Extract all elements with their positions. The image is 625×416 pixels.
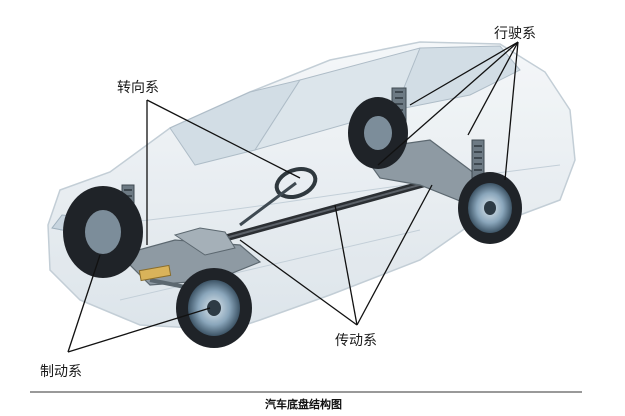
leader-transmission-3 (356, 184, 433, 326)
leader-braking-1 (67, 254, 101, 353)
figure-caption: 汽车底盘结构图 (265, 397, 342, 411)
steering-wheel (239, 166, 318, 227)
leader-transmission-2 (334, 204, 358, 326)
label-braking-system: 制动系 (40, 364, 82, 380)
leader-running-2 (377, 41, 519, 166)
label-steering-system: 转向系 (117, 80, 159, 96)
drive-shaft (196, 174, 449, 249)
leader-running-1 (409, 41, 519, 106)
label-running-system: 行驶系 (494, 26, 536, 42)
front-left-wheel (63, 186, 143, 278)
leader-running-3 (467, 41, 519, 136)
label-transmission-system: 传动系 (335, 333, 377, 349)
front-right-wheel (176, 268, 252, 348)
leader-running-4 (504, 41, 519, 181)
leader-steering-2 (146, 99, 301, 179)
leader-braking-2 (67, 307, 211, 353)
rear-right-wheel (458, 172, 522, 244)
leader-transmission-1 (239, 239, 358, 326)
rear-left-wheel (348, 97, 408, 169)
leader-lines (67, 41, 519, 353)
